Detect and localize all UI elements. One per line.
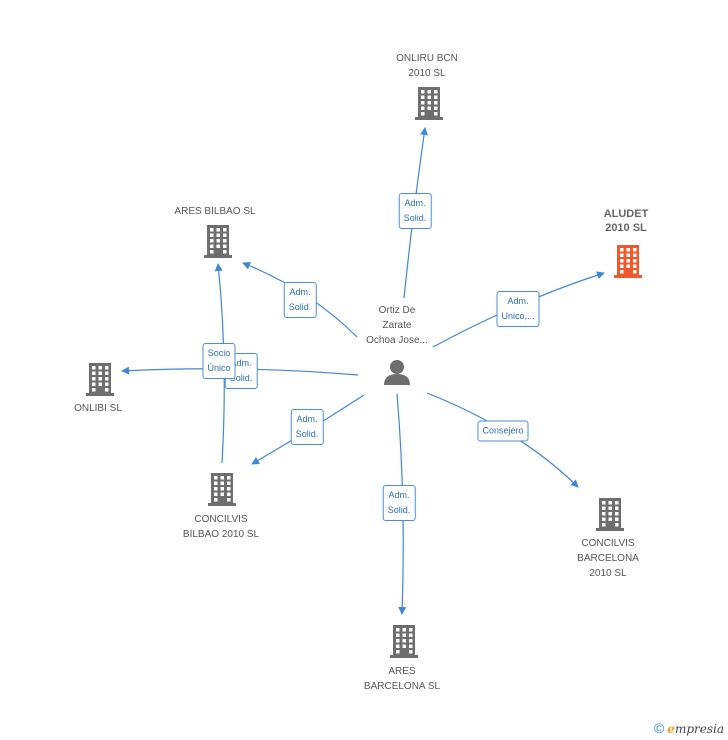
label-line: CONCILVIS xyxy=(581,538,635,549)
label-line: Adm. xyxy=(230,358,252,368)
label-line: Adm. xyxy=(388,490,410,500)
building-icon[interactable] xyxy=(390,625,418,658)
building-icon[interactable] xyxy=(86,363,114,396)
label-line: 2010 SL xyxy=(589,568,627,579)
building-icon[interactable] xyxy=(596,498,624,531)
building-icon[interactable] xyxy=(415,87,443,120)
label-line: CONCILVIS xyxy=(194,514,248,525)
brand-initial: e xyxy=(667,722,675,736)
label-line: BARCELONA xyxy=(577,553,639,564)
edge-label-concilvis-barcelona[interactable]: Consejero xyxy=(477,420,529,442)
label-line: ONLIBI SL xyxy=(74,403,122,414)
label-line: ARES xyxy=(388,666,416,677)
label-line: 2010 SL xyxy=(408,68,446,79)
label-line: Solid. xyxy=(403,213,427,223)
label-line: Adm. xyxy=(296,414,318,424)
copyright-icon: © xyxy=(653,720,665,736)
building-icon[interactable] xyxy=(208,473,236,506)
building-icon[interactable] xyxy=(614,245,642,278)
edge-label-ares-barcelona[interactable]: Adm. Solid. xyxy=(382,485,416,521)
brand-name: mpresia xyxy=(674,722,724,736)
label-line: BILBAO 2010 SL xyxy=(182,529,260,540)
company-name-concilvis-barcelona[interactable]: CONCILVIS BARCELONA 2010 SL xyxy=(577,536,639,581)
label-line: Adm. xyxy=(507,296,529,306)
label-line: Unico,... xyxy=(501,311,535,321)
edge-label-concilvis-bilbao[interactable]: Adm. Solid. xyxy=(290,409,324,445)
edge-label-ares-bilbao[interactable]: Adm. Solid. xyxy=(283,282,317,318)
label-line: Adm. xyxy=(404,198,426,208)
label-line: Ochoa Jose... xyxy=(366,335,428,346)
label-line: Solid. xyxy=(387,505,411,515)
label-line: Solid. xyxy=(288,302,312,312)
company-name-onliru[interactable]: ONLIRU BCN 2010 SL xyxy=(396,51,458,81)
edge-label-aludet[interactable]: Adm. Unico,... xyxy=(496,291,540,327)
label-line: Adm. xyxy=(289,287,311,297)
label-line: Solid. xyxy=(295,429,319,439)
company-name-onlibi[interactable]: ONLIBI SL xyxy=(74,401,122,416)
company-name-concilvis-bilbao[interactable]: CONCILVIS BILBAO 2010 SL xyxy=(183,512,259,542)
person-icon[interactable] xyxy=(384,360,410,385)
label-line: Consejero xyxy=(482,425,524,436)
label-line: Ortiz De xyxy=(378,305,416,316)
label-line: Zarate xyxy=(382,320,412,331)
empresia-brand[interactable]: ©empresia xyxy=(654,720,724,736)
label-line: ARES BILBAO SL xyxy=(174,206,256,217)
company-name-aludet[interactable]: ALUDET 2010 SL xyxy=(604,207,649,235)
company-name-ares-bilbao[interactable]: ARES BILBAO SL xyxy=(174,204,255,219)
label-line: 2010 SL xyxy=(605,222,647,234)
building-icon[interactable] xyxy=(204,225,232,258)
label-line: ONLIRU BCN xyxy=(396,53,458,64)
label-line: Solid. xyxy=(229,373,253,383)
label-line: Único xyxy=(207,363,231,373)
label-line: BARCELONA SL xyxy=(363,681,441,692)
label-line: Socio xyxy=(207,348,231,358)
edge-label-onliru[interactable]: Adm. Solid. xyxy=(398,193,432,229)
company-name-ares-barcelona[interactable]: ARES BARCELONA SL xyxy=(364,664,440,694)
label-line: ALUDET xyxy=(603,208,649,220)
